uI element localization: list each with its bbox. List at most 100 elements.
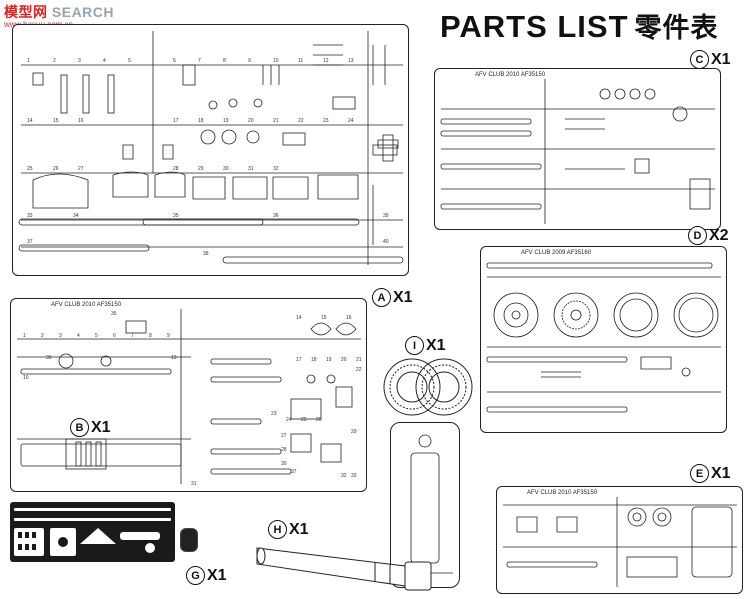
svg-text:9: 9 xyxy=(248,58,251,64)
svg-text:10: 10 xyxy=(23,375,29,381)
sprue-h-qty: X1 xyxy=(289,520,309,538)
svg-text:9: 9 xyxy=(167,333,170,339)
watermark-logo: 模型网 SEARCH xyxy=(4,2,114,22)
svg-text:5: 5 xyxy=(95,333,98,339)
svg-text:26: 26 xyxy=(53,166,59,172)
svg-text:25: 25 xyxy=(27,166,33,172)
sprue-c-letter: C xyxy=(690,50,709,69)
sprue-c: AFV CLUB 2010 AF35150 xyxy=(434,68,721,230)
svg-text:22: 22 xyxy=(356,367,362,373)
svg-text:30: 30 xyxy=(281,461,287,467)
svg-text:6: 6 xyxy=(173,58,176,64)
svg-text:14: 14 xyxy=(27,118,33,124)
svg-text:13: 13 xyxy=(171,355,177,361)
sprue-b: AFV CLUB 2010 AF35150 xyxy=(10,298,367,492)
sprue-e-stamp: AFV CLUB 2010 AF35150 xyxy=(527,490,598,496)
sprue-i-qty: X1 xyxy=(426,336,446,354)
sprue-c-stamp: AFV CLUB 2010 AF35150 xyxy=(475,72,546,78)
svg-text:19: 19 xyxy=(223,118,229,124)
svg-text:8: 8 xyxy=(223,58,226,64)
sprue-e-label: E X1 xyxy=(690,464,731,483)
svg-text:29: 29 xyxy=(351,429,357,435)
sprue-g-qty: X1 xyxy=(207,566,227,584)
sprue-i-drawing xyxy=(383,358,473,416)
sprue-i xyxy=(382,356,474,418)
sprue-a-label: A X1 xyxy=(372,288,413,307)
svg-text:29: 29 xyxy=(198,166,204,172)
svg-text:15: 15 xyxy=(53,118,59,124)
svg-text:24: 24 xyxy=(348,118,354,124)
svg-text:20: 20 xyxy=(248,118,254,124)
svg-text:24: 24 xyxy=(286,417,292,423)
svg-text:4: 4 xyxy=(77,333,80,339)
svg-text:26: 26 xyxy=(316,417,322,423)
sprue-g-fret xyxy=(10,502,175,562)
sprue-d-qty: X2 xyxy=(709,226,729,244)
svg-text:28: 28 xyxy=(281,447,287,453)
sprue-h-label: H X1 xyxy=(268,520,309,539)
svg-text:4: 4 xyxy=(103,58,106,64)
svg-text:23: 23 xyxy=(323,118,329,124)
sprue-h-drawing xyxy=(256,547,432,591)
svg-text:13: 13 xyxy=(348,58,354,64)
sprue-g-drawing xyxy=(14,508,171,556)
svg-text:36: 36 xyxy=(273,213,279,219)
svg-text:30: 30 xyxy=(223,166,229,172)
svg-text:21: 21 xyxy=(273,118,279,124)
svg-text:15: 15 xyxy=(321,315,327,321)
svg-text:22: 22 xyxy=(298,118,304,124)
watermark-brand-left: 模型 xyxy=(4,4,33,20)
svg-text:18: 18 xyxy=(311,357,317,363)
sprue-g-small-part xyxy=(180,528,198,552)
svg-text:35: 35 xyxy=(173,213,179,219)
sprue-clear xyxy=(390,422,460,588)
sprue-g-letter: G xyxy=(186,566,205,585)
svg-text:20: 20 xyxy=(341,357,347,363)
svg-text:33: 33 xyxy=(351,473,357,479)
title-text-cn: 零件表 xyxy=(634,13,719,43)
svg-text:19: 19 xyxy=(326,357,332,363)
svg-text:1: 1 xyxy=(27,58,30,64)
svg-text:17: 17 xyxy=(296,357,302,363)
sprue-e-letter: E xyxy=(690,464,709,483)
svg-text:40: 40 xyxy=(383,239,389,245)
watermark-brand-right: SEARCH xyxy=(51,4,115,20)
sprue-c-qty: X1 xyxy=(711,50,731,68)
svg-text:39: 39 xyxy=(383,213,389,219)
sprue-d-drawing xyxy=(486,262,721,413)
svg-text:36: 36 xyxy=(46,355,52,361)
svg-text:5: 5 xyxy=(128,58,131,64)
svg-text:12: 12 xyxy=(323,58,329,64)
watermark-brand-mid: 网 xyxy=(33,4,48,20)
sprue-b-qty: X1 xyxy=(91,418,111,436)
svg-text:32: 32 xyxy=(273,166,279,172)
svg-text:16: 16 xyxy=(346,315,352,321)
svg-text:37: 37 xyxy=(291,469,297,475)
svg-text:6: 6 xyxy=(113,333,116,339)
svg-text:27: 27 xyxy=(78,166,84,172)
sprue-d-letter: D xyxy=(688,226,707,245)
sprue-d: AFV CLUB 2009 AF35160 xyxy=(480,246,727,433)
sprue-e-qty: X1 xyxy=(711,464,731,482)
sprue-d-stamp: AFV CLUB 2009 AF35160 xyxy=(521,250,592,256)
svg-text:3: 3 xyxy=(59,333,62,339)
svg-text:11: 11 xyxy=(298,58,303,64)
sprue-a-qty: X1 xyxy=(393,288,413,306)
svg-text:8: 8 xyxy=(149,333,152,339)
sprue-c-drawing xyxy=(440,79,715,224)
sprue-c-label: C X1 xyxy=(690,50,731,69)
svg-text:16: 16 xyxy=(78,118,84,124)
sprue-i-label: I X1 xyxy=(405,336,446,355)
svg-text:14: 14 xyxy=(296,315,302,321)
svg-text:17: 17 xyxy=(173,118,179,124)
sprue-a-letter: A xyxy=(372,288,391,307)
svg-text:37: 37 xyxy=(27,239,33,245)
svg-text:7: 7 xyxy=(131,333,134,339)
sprue-d-label: D X2 xyxy=(688,226,729,245)
title-text: PARTS LIST xyxy=(440,9,629,44)
svg-text:28: 28 xyxy=(173,166,179,172)
